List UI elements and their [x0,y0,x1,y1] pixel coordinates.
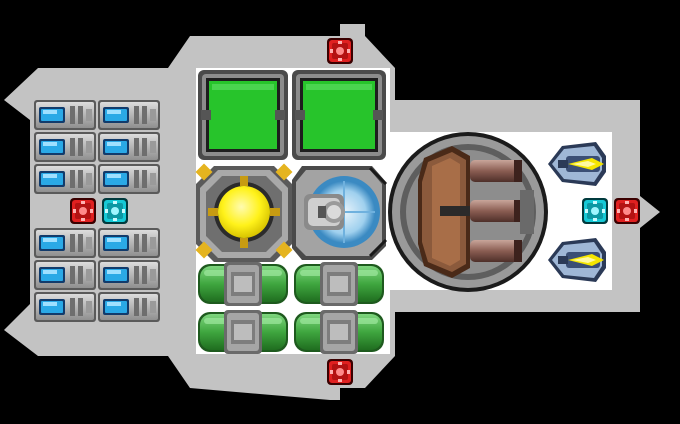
shield-panel-icon [295,78,383,152]
reactor-core-icon [208,176,280,248]
sensor-room[interactable] [292,166,388,260]
door-right-red-button[interactable] [614,198,640,224]
battery-cell-icon [98,132,160,162]
door-right-cyan-button[interactable] [582,198,608,224]
fuel-tank-icon [294,310,384,354]
battery-cell-icon [98,164,160,194]
door-left-red-button[interactable] [70,198,96,224]
fuel-tank-icon [294,262,384,306]
triple-cannon-icon [418,146,522,278]
reactor-corner-lights [195,163,293,259]
battery-cell-icon [98,100,160,130]
battery-cell-icon [34,260,96,290]
engine-room[interactable] [196,262,388,354]
battery-cell-icon [98,260,160,290]
battery-cell-icon [34,164,96,194]
battery-cell-icon [98,292,160,322]
shield-room-left[interactable] [198,70,288,160]
battery-cell-icon [34,100,96,130]
door-left-cyan-button[interactable] [102,198,128,224]
battery-cell-icon [98,228,160,258]
battery-cell-icon [34,228,96,258]
door-top-button[interactable] [327,38,353,64]
fuel-tank-icon [198,262,288,306]
shield-panel-icon [201,78,285,152]
weapon-room[interactable] [388,132,548,292]
door-bottom-button[interactable] [327,359,353,385]
sensor-dome-icon [304,176,380,248]
reactor-room[interactable] [195,163,293,262]
shield-room-right[interactable] [292,70,386,160]
fuel-tank-icon [198,310,288,354]
battery-cell-icon [34,132,96,162]
battery-cell-icon [34,292,96,322]
